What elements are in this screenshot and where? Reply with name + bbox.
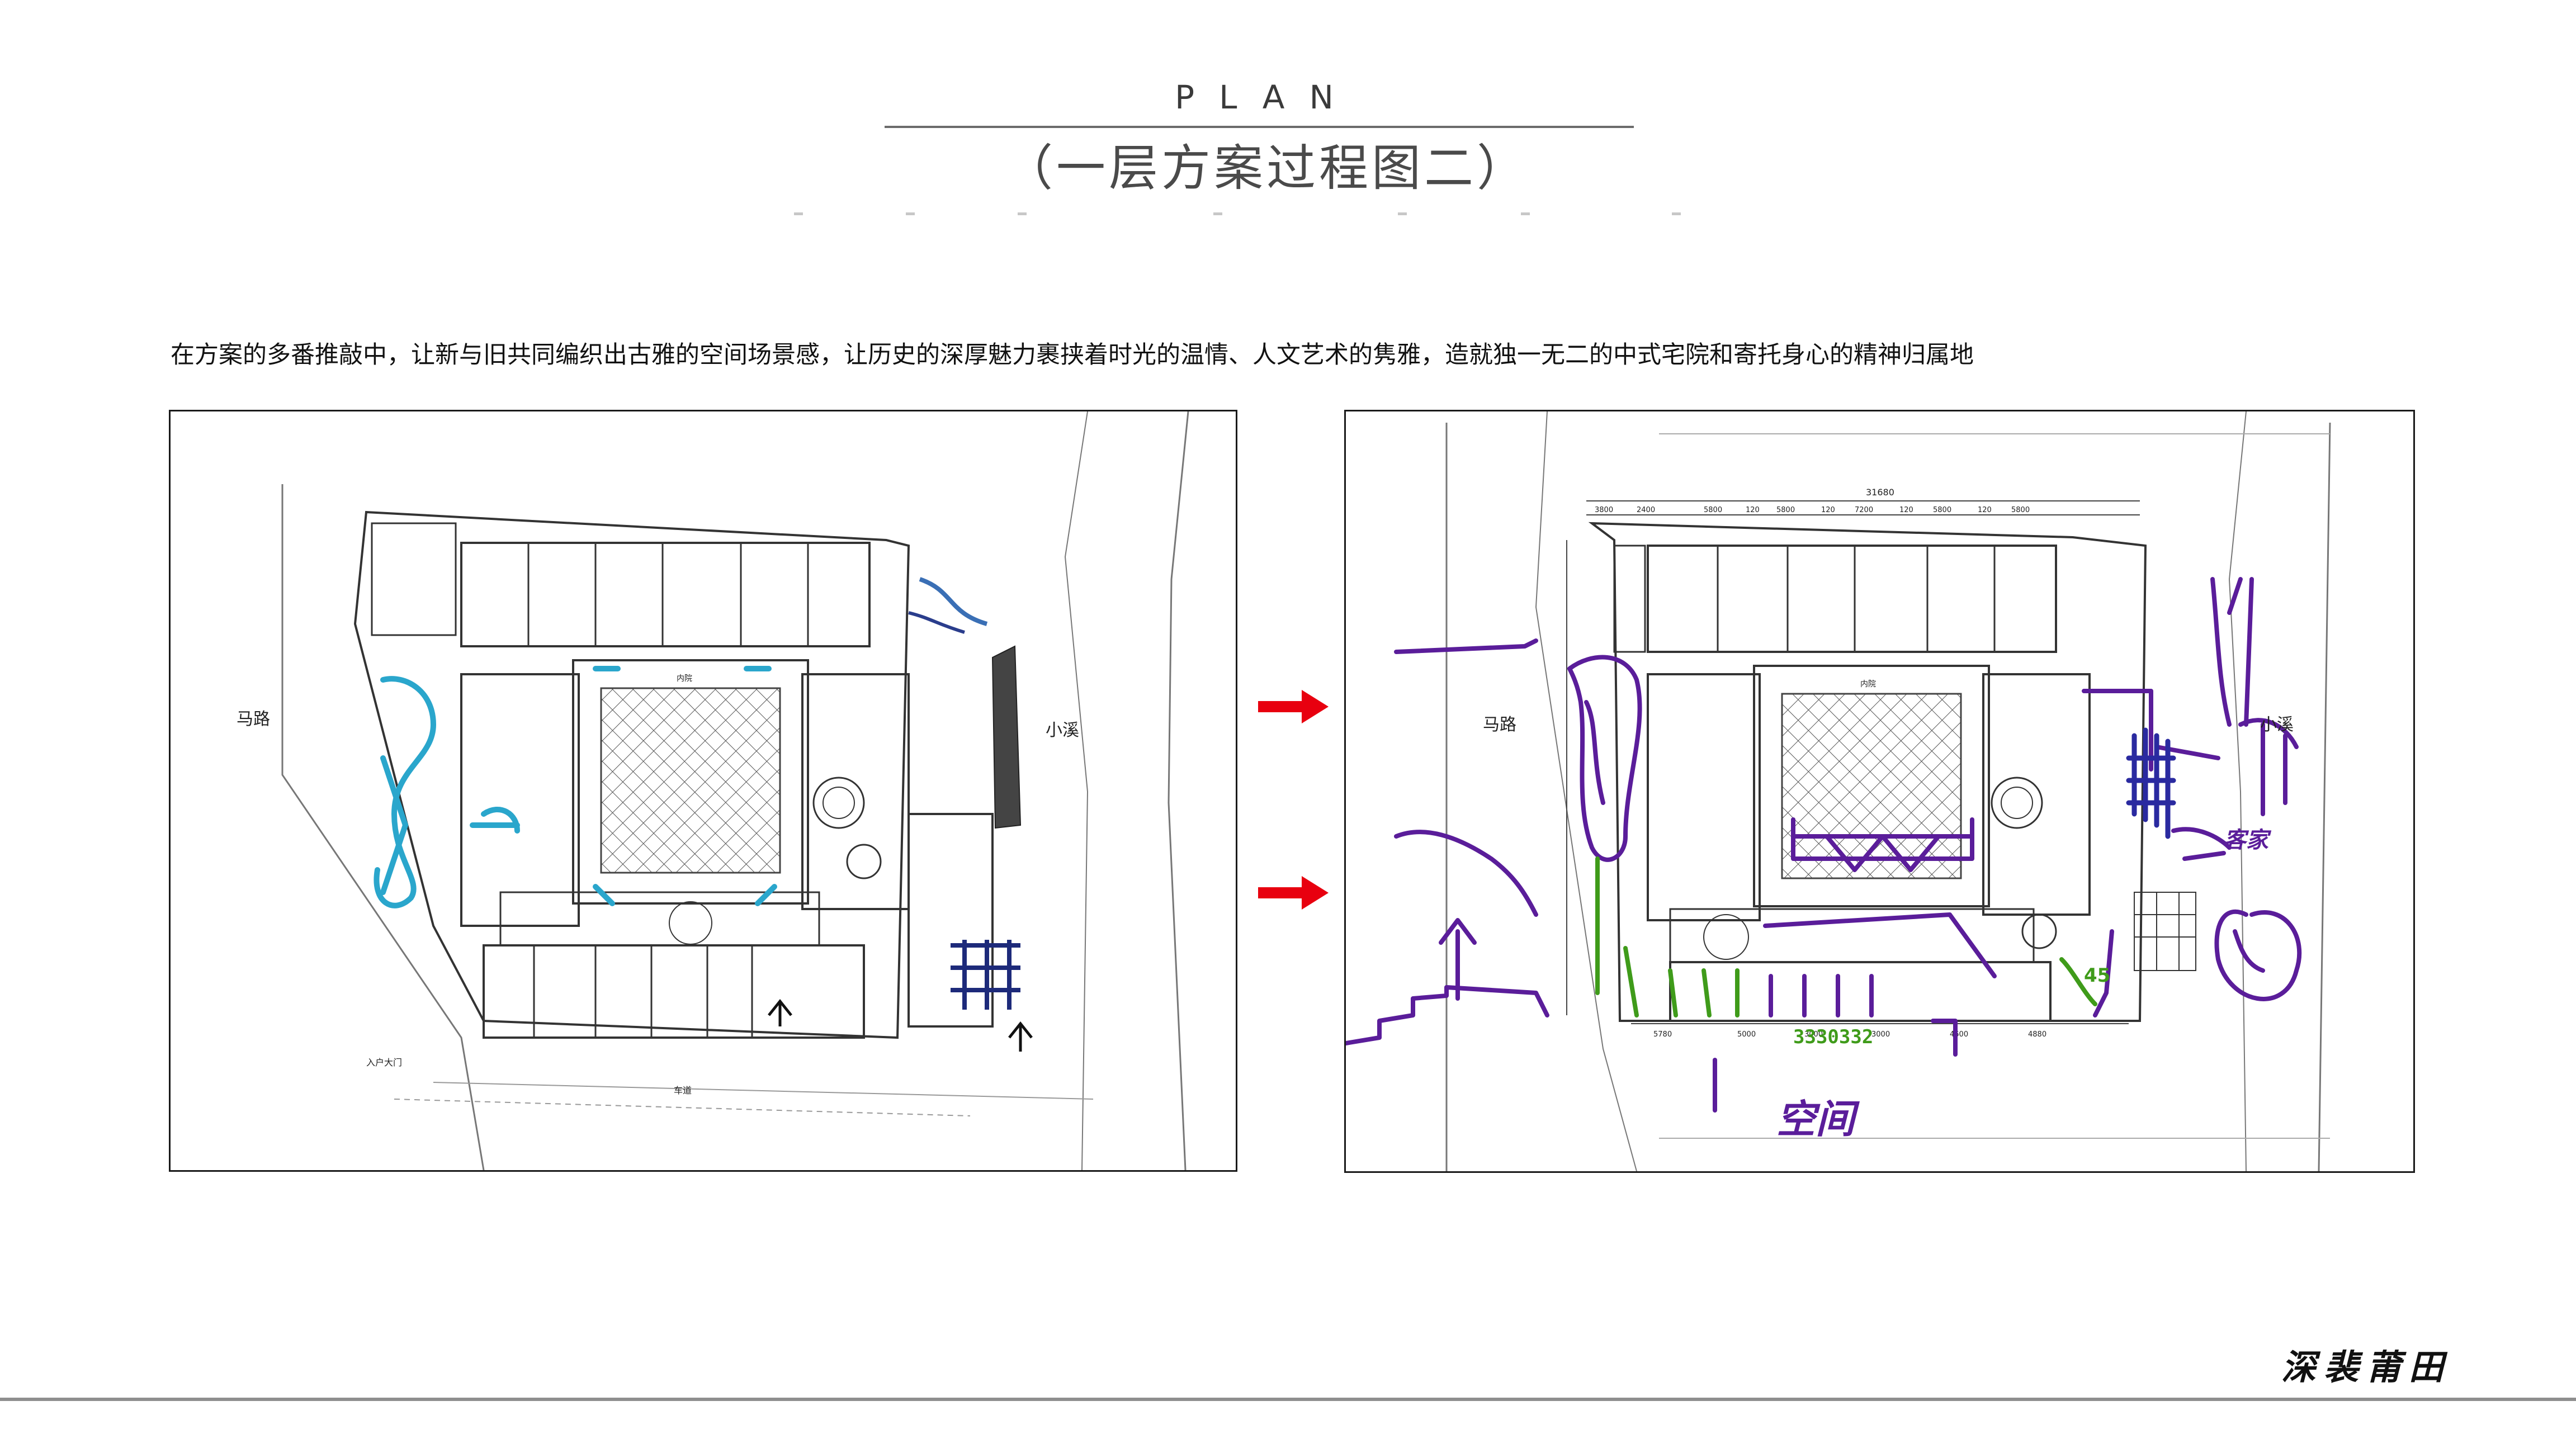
dim-bottom-2: 5000 <box>1737 1030 1756 1039</box>
page-title: PLAN <box>1175 78 1358 116</box>
dim-top-10: 120 <box>1978 506 1992 514</box>
floor-plan-right-drawing: 31680 3800 2400 5800 120 5800 120 7200 1… <box>1346 411 2331 1171</box>
intro-paragraph: 在方案的多番推敲中，让新与旧共同编织出古雅的空间场景感，让历史的深厚魅力裹挟着时… <box>171 341 1974 369</box>
dim-bottom-4: 3000 <box>1871 1030 1890 1039</box>
right-road-label: 马路 <box>1483 715 1516 735</box>
dim-top-5: 5800 <box>1776 506 1795 514</box>
right-stream-label: 小溪 <box>2260 715 2294 735</box>
dim-top-9: 5800 <box>1933 506 1951 514</box>
dim-top-2: 2400 <box>1637 506 1655 514</box>
dim-top-11: 5800 <box>2011 506 2030 514</box>
left-entrance-label: 入户大门 <box>366 1057 402 1068</box>
decorative-dash-row <box>783 212 1745 218</box>
signature-calligraphy: 深裴莆田 <box>2281 1347 2452 1388</box>
red-arrow-upper <box>1258 690 1329 723</box>
right-courtyard-label: 内院 <box>1860 680 1876 689</box>
handwritten-word-space: 空间 <box>1776 1096 1860 1142</box>
footer-divider <box>0 1398 2576 1401</box>
handwritten-numbers: 3330332 <box>1793 1026 1873 1048</box>
title-divider <box>885 126 1634 128</box>
floor-plan-right: 31680 3800 2400 5800 120 5800 120 7200 1… <box>1344 410 2415 1173</box>
dim-top-7: 7200 <box>1855 506 1873 514</box>
floor-plan-left-drawing: 马路 小溪 车道 入户大门 内院 <box>237 411 1189 1170</box>
dim-bottom-5: 4600 <box>1950 1030 1968 1039</box>
dim-top-3: 5800 <box>1704 506 1722 514</box>
dim-top-8: 120 <box>1899 506 1913 514</box>
dim-bottom-6: 4880 <box>2028 1030 2046 1039</box>
handwritten-45: 45 <box>2084 964 2110 987</box>
left-bottom-road-label: 车道 <box>674 1085 692 1096</box>
handwritten-word-guest: 客家 <box>2224 827 2272 853</box>
red-arrow-lower <box>1258 876 1329 910</box>
overall-dimension: 31680 <box>1866 487 1894 498</box>
left-stream-label: 小溪 <box>1046 721 1079 740</box>
left-courtyard-label: 内院 <box>677 674 692 683</box>
dim-top-1: 3800 <box>1595 506 1613 514</box>
dim-top-4: 120 <box>1746 506 1760 514</box>
dim-top-6: 120 <box>1821 506 1835 514</box>
dim-bottom-1: 5780 <box>1653 1030 1672 1039</box>
dim-bottom-3: 3000 <box>1804 1030 1823 1039</box>
left-road-label: 马路 <box>237 709 270 729</box>
floor-plan-left: 马路 小溪 车道 入户大门 内院 <box>169 410 1237 1172</box>
page-subtitle: （一层方案过程图二） <box>1003 139 1529 197</box>
